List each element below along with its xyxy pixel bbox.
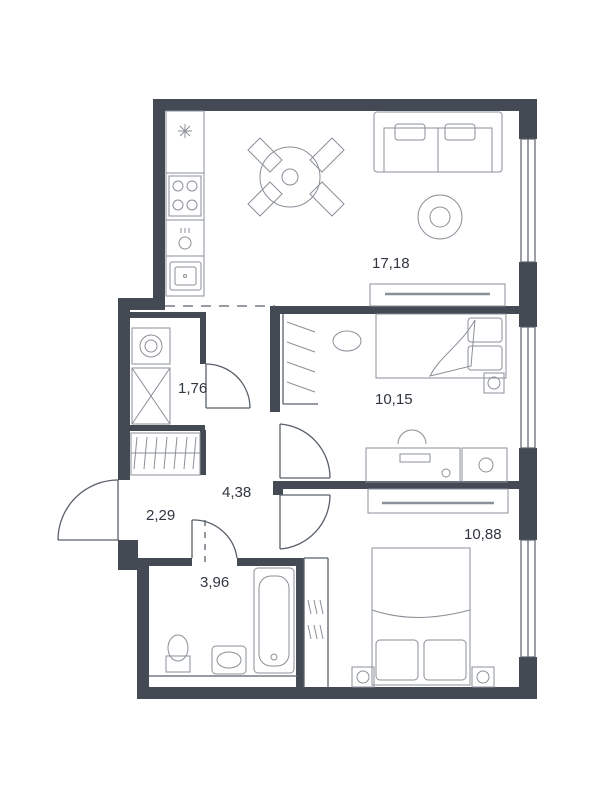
doors — [57, 363, 331, 559]
coffee-table-icon — [417, 194, 463, 240]
door-icon — [57, 479, 119, 541]
bathtub-icon — [253, 567, 295, 674]
entrance-area-label: 2,29 — [146, 507, 175, 524]
tv-icon — [367, 488, 509, 514]
bed-icon — [375, 313, 507, 379]
toilet-icon — [165, 634, 191, 673]
bed-icon — [371, 547, 471, 686]
ceiling-light-icon — [178, 124, 192, 138]
desk-icon — [365, 429, 508, 483]
fan-icon — [351, 666, 495, 688]
wardrobe-icon — [130, 432, 201, 476]
stove-icon — [168, 175, 202, 217]
living-kitchen-area-label: 17,18 — [372, 255, 410, 272]
tap-icon — [178, 228, 192, 250]
kitchen-unit — [165, 110, 205, 297]
door-icon — [191, 519, 238, 559]
kitchen-sink-icon — [169, 261, 202, 291]
hallway-area-label: 4,38 — [222, 484, 251, 501]
door-icon — [279, 423, 331, 479]
area-labels: 17,18 1,76 10,15 4,38 2,29 10,88 3,96 — [146, 255, 502, 591]
wardrobe-icon — [286, 321, 316, 393]
door-icon — [279, 494, 331, 550]
windows — [520, 138, 536, 658]
bedroom-2-area-label: 10,88 — [464, 526, 502, 543]
bedroom-area-label: 10,15 — [375, 391, 413, 408]
door-icon — [205, 363, 251, 409]
bathroom-area-label: 3,96 — [200, 574, 229, 591]
fan-icon — [483, 372, 505, 394]
sofa-icon — [373, 111, 503, 173]
shelf-icon — [307, 599, 324, 640]
toy-icon — [332, 330, 362, 352]
walls — [118, 99, 537, 699]
storage-area-label: 1,76 — [178, 380, 207, 397]
bathroom-sink-icon — [211, 645, 247, 675]
washing-machine-icon — [131, 327, 171, 365]
tv-icon — [369, 283, 506, 307]
dining-table-icon — [247, 137, 345, 217]
partition-lines — [149, 305, 329, 688]
storage-box-icon — [131, 367, 171, 425]
